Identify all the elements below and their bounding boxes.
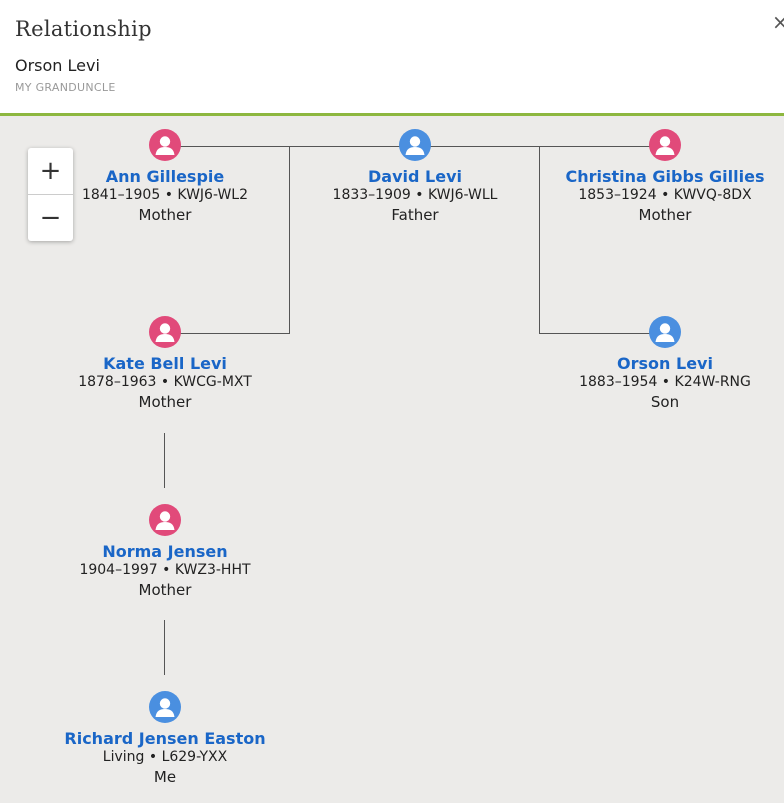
connector-right-horizontal [539, 333, 665, 334]
person-card: Norma Jensen 1904–1997 • KWZ3-HHT Mother [50, 504, 280, 599]
subject-relationship: MY GRANDUNCLE [15, 81, 116, 94]
person-name-link[interactable]: Orson Levi [617, 354, 713, 373]
person-card: Christina Gibbs Gillies 1853–1924 • KWVQ… [550, 129, 780, 224]
person-card: Ann Gillespie 1841–1905 • KWJ6-WL2 Mothe… [50, 129, 280, 224]
zoom-control: + − [28, 148, 73, 241]
person-dates-id: 1883–1954 • K24W-RNG [579, 374, 751, 390]
relationship-chart-canvas[interactable]: Ann Gillespie 1841–1905 • KWJ6-WL2 Mothe… [0, 116, 784, 803]
person-relationship: Mother [638, 206, 692, 224]
dialog-title: Relationship [15, 17, 152, 41]
person-card: Orson Levi 1883–1954 • K24W-RNG Son [550, 316, 780, 411]
connector-norma-to-richard [164, 620, 165, 675]
person-card: Richard Jensen Easton Living • L629-YXX … [50, 691, 280, 786]
person-dates-id: 1841–1905 • KWJ6-WL2 [81, 187, 248, 203]
person-dates-id: 1904–1997 • KWZ3-HHT [79, 562, 251, 578]
person-card: Kate Bell Levi 1878–1963 • KWCG-MXT Moth… [50, 316, 280, 411]
person-dates-id: 1878–1963 • KWCG-MXT [78, 374, 252, 390]
connector-left-horizontal [165, 333, 290, 334]
zoom-in-button[interactable]: + [28, 148, 73, 195]
person-name-link[interactable]: David Levi [368, 167, 462, 186]
connector-left-vertical [289, 146, 290, 334]
female-person-icon [649, 129, 681, 161]
connector-right-vertical [539, 146, 540, 334]
person-relationship: Father [391, 206, 439, 224]
person-name-link[interactable]: Norma Jensen [102, 542, 228, 561]
person-name-link[interactable]: Kate Bell Levi [103, 354, 227, 373]
person-relationship: Mother [138, 393, 192, 411]
female-person-icon [149, 504, 181, 536]
person-dates-id: 1853–1924 • KWVQ-8DX [578, 187, 752, 203]
subject-name: Orson Levi [15, 56, 100, 75]
male-person-icon [649, 316, 681, 348]
person-relationship: Me [153, 768, 177, 786]
male-person-icon [149, 691, 181, 723]
person-name-link[interactable]: Christina Gibbs Gillies [565, 167, 765, 186]
person-relationship: Mother [138, 581, 192, 599]
person-relationship: Son [650, 393, 680, 411]
connector-kate-to-norma [164, 433, 165, 488]
person-relationship: Mother [138, 206, 192, 224]
close-button[interactable]: × [772, 10, 784, 34]
zoom-out-button[interactable]: − [39, 203, 62, 233]
female-person-icon [149, 129, 181, 161]
person-name-link[interactable]: Richard Jensen Easton [64, 729, 266, 748]
male-person-icon [399, 129, 431, 161]
person-card: David Levi 1833–1909 • KWJ6-WLL Father [300, 129, 530, 224]
header-divider [0, 113, 784, 116]
dialog-header: Relationship × Orson Levi MY GRANDUNCLE [0, 0, 784, 113]
person-dates-id: Living • L629-YXX [102, 749, 228, 765]
person-dates-id: 1833–1909 • KWJ6-WLL [332, 187, 498, 203]
person-name-link[interactable]: Ann Gillespie [105, 167, 225, 186]
female-person-icon [149, 316, 181, 348]
